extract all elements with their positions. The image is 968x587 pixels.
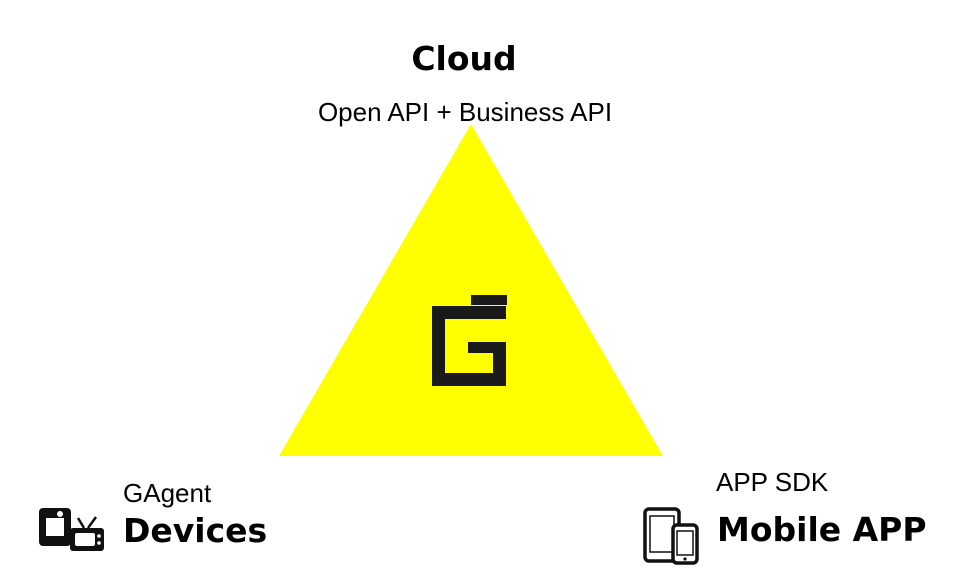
platform-triangle — [279, 124, 663, 456]
g-logo-icon — [432, 295, 507, 386]
devices-icon — [39, 508, 104, 551]
devices-subtitle: GAgent — [123, 478, 212, 508]
mobile-title: Mobile APP — [717, 510, 927, 549]
cloud-title: Cloud — [411, 39, 517, 78]
cloud-subtitle: Open API + Business API — [317, 97, 613, 127]
mobile-devices-icon — [643, 507, 699, 565]
mobile-subtitle: APP SDK — [716, 467, 829, 497]
devices-title: Devices — [123, 511, 268, 550]
